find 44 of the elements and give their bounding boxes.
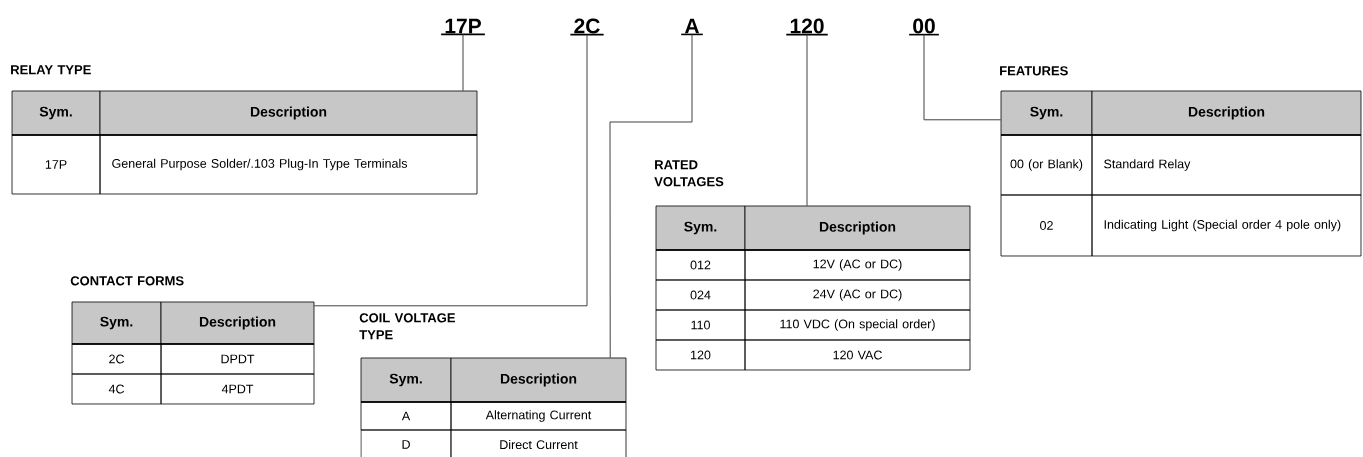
header-cell: Sym. [11, 90, 101, 136]
table-cell: Indicating Light (Special order 4 pole only) [1091, 194, 1362, 257]
table-cell: Standard Relay [1091, 134, 1362, 196]
table-cell: 24V (AC or DC) [744, 279, 971, 311]
table-cell: 012 [655, 249, 746, 281]
table-cell: 110 [655, 309, 746, 341]
leader-line [462, 33, 464, 92]
code-segment: 120 [785, 18, 829, 36]
table-cell: 00 (or Blank) [1000, 134, 1093, 196]
table-cell: 17P [11, 134, 101, 195]
table-cell: 2C [71, 343, 162, 375]
code-segment: 2C [569, 18, 605, 36]
code-segment: A [680, 18, 704, 36]
header-cell: Description [160, 301, 315, 345]
table-cell: 4C [71, 373, 162, 405]
header-cell: Sym. [1000, 90, 1093, 136]
table-cell: 024 [655, 279, 746, 311]
table-title: RELAY TYPE [11, 65, 91, 75]
code-segment: 00 [908, 18, 940, 36]
table-cell: DPDT [160, 343, 315, 375]
header-cell: Sym. [655, 205, 746, 251]
table-title: CONTACT FORMS [70, 276, 184, 286]
leader-line [806, 34, 808, 207]
table-cell: 12V (AC or DC) [744, 249, 971, 281]
leader-line [313, 34, 588, 307]
header-cell: Sym. [360, 357, 452, 403]
table-cell: 02 [1000, 194, 1093, 257]
header-cell: Sym. [71, 301, 162, 345]
table-cell: Direct Current [450, 429, 627, 457]
table-cell: D [360, 429, 452, 457]
table-cell: 120 [655, 339, 746, 371]
table-cell: General Purpose Solder/.103 Plug-In Type Terminals [99, 134, 478, 195]
header-cell: Description [450, 357, 627, 403]
table-title: FEATURES [1000, 66, 1068, 76]
table-title: RATED VOLTAGES [654, 160, 724, 187]
table-cell: 4PDT [160, 373, 315, 405]
table-cell: 110 VDC (On special order) [744, 309, 971, 341]
code-segment: 17P [440, 18, 486, 36]
table-cell: Alternating Current [450, 401, 627, 431]
table-title: COIL VOLTAGE TYPE [359, 313, 455, 340]
leader-line [609, 33, 693, 359]
table-cell: 120 VAC [744, 339, 971, 371]
table-cell: A [360, 401, 452, 431]
leader-line [923, 34, 1002, 121]
